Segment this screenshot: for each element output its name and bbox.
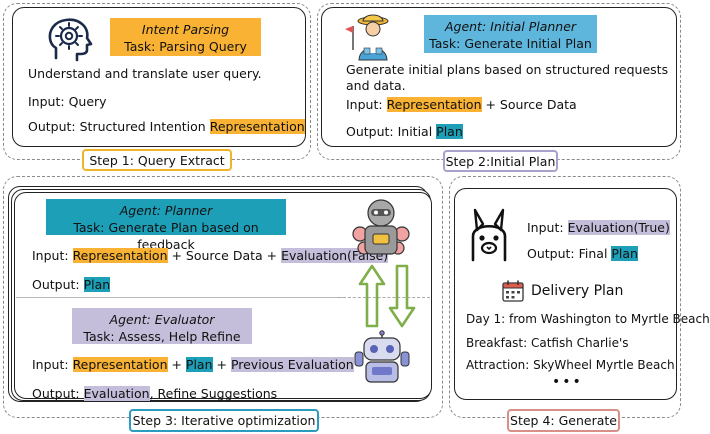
- step3-evaluator-task: Task: Assess, Help Refine: [83, 329, 241, 344]
- step3-planner-input-representation: Representation: [72, 248, 168, 263]
- calendar-icon: [502, 280, 524, 302]
- step4-breakfast: Breakfast: Catfish Charlie's: [466, 336, 629, 350]
- llama-icon: [471, 208, 507, 262]
- step2-input-representation: Representation: [386, 97, 482, 112]
- step1-input: Input: Query: [28, 94, 107, 109]
- step3-evaluator-input-previous: Previous Evaluation: [230, 357, 354, 372]
- step4-label: Step 4: Generate: [507, 409, 620, 432]
- step3-planner-role: Agent: Planner: [119, 203, 213, 218]
- step3-divider-dotted: [338, 297, 430, 298]
- step1-role-box: Intent Parsing Task: Parsing Query: [110, 18, 261, 56]
- step3-evaluator-input: Input: Representation + Plan + Previous …: [32, 357, 354, 372]
- step3-planner-output: Output: Plan: [32, 277, 111, 292]
- step3-evaluator-output: Output: Evaluation, Refine Suggestions: [32, 386, 278, 401]
- step2-output: Output: Initial Plan: [346, 124, 463, 139]
- step2-input: Input: Representation + Source Data: [346, 97, 577, 112]
- step3-planner-role-box: Agent: Planner Task: Generate Plan based…: [46, 199, 286, 252]
- robot-evaluator-icon: [354, 330, 410, 383]
- step4-input-evaluation: Evaluation(True): [567, 220, 670, 235]
- step3-evaluator-role-box: Agent: Evaluator Task: Assess, Help Refi…: [72, 308, 252, 344]
- step1-input-query: Query: [68, 94, 107, 109]
- step4-input: Input: Evaluation(True): [527, 220, 670, 235]
- step3-planner-output-plan: Plan: [83, 277, 111, 292]
- step4-day1: Day 1: from Washington to Myrtle Beach: [466, 312, 710, 326]
- step2-desc-line1: Generate initial plans based on structur…: [346, 62, 669, 77]
- step3-label: Step 3: Iterative optimization: [129, 409, 319, 432]
- step4-attraction: Attraction: SkyWheel Myrtle Beach: [466, 358, 675, 372]
- step2-output-plan: Plan: [436, 124, 463, 139]
- step1-task: Task: Parsing Query: [124, 39, 247, 54]
- planner-agent-icon: [345, 14, 389, 61]
- step3-evaluator-input-plan: Plan: [185, 357, 213, 372]
- step2-desc-line2: and data.: [346, 78, 406, 93]
- step1-label: Step 1: Query Extract: [82, 149, 232, 171]
- step2-role: Agent: Initial Planner: [444, 19, 577, 34]
- step3-planner-input: Input: Representation + Source Data + Ev…: [32, 248, 389, 263]
- brain-icon: [48, 18, 93, 62]
- step3-evaluator-role: Agent: Evaluator: [109, 312, 215, 327]
- step4-output: Output: Final Plan: [527, 246, 638, 261]
- step4-ellipsis: •••: [552, 374, 583, 390]
- step2-task: Task: Generate Initial Plan: [429, 36, 592, 51]
- step1-description: Understand and translate user query.: [28, 66, 262, 81]
- step3-divider: [16, 297, 346, 298]
- loop-arrows-icon: [358, 264, 416, 328]
- step1-output-representation: Representation: [209, 119, 305, 134]
- step1-output: Output: Structured Intention Representat…: [28, 119, 305, 134]
- step1-role: Intent Parsing: [141, 22, 230, 37]
- step4-output-plan: Plan: [611, 246, 638, 261]
- step3-evaluator-output-evaluation: Evaluation: [83, 386, 150, 401]
- delivery-plan-title: Delivery Plan: [531, 283, 624, 299]
- robot-planner-icon: [352, 199, 410, 255]
- step2-role-box: Agent: Initial Planner Task: Generate In…: [424, 15, 597, 53]
- step2-label: Step 2:Initial Plan: [443, 150, 558, 172]
- step3-evaluator-input-representation: Representation: [72, 357, 168, 372]
